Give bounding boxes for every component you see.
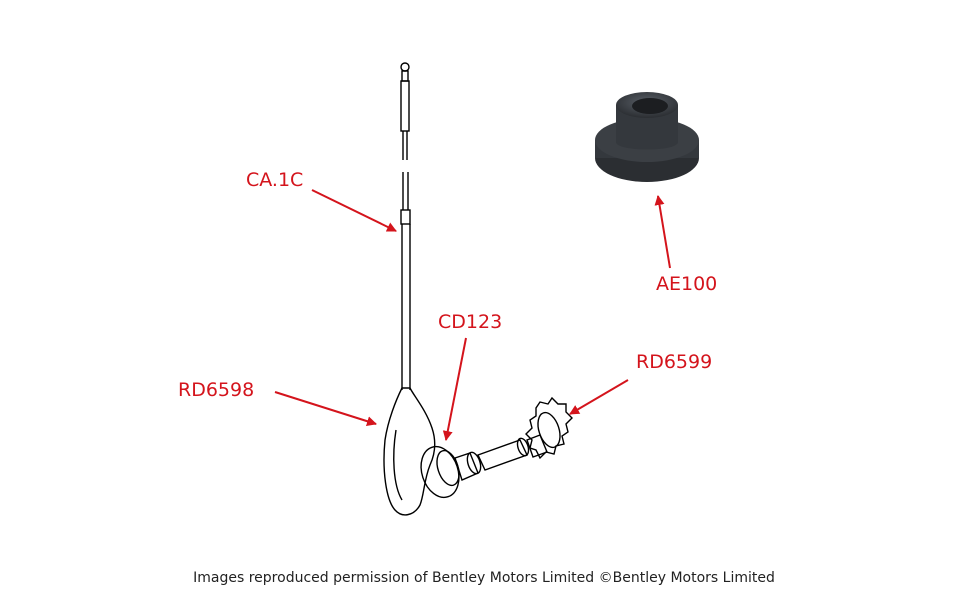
arrow-mounting-nut xyxy=(569,379,629,415)
label-base-housing: RD6598 xyxy=(178,379,254,401)
label-antenna-mast: CA.1C xyxy=(246,169,303,191)
arrow-swivel xyxy=(442,337,467,441)
antenna-mast-illustration xyxy=(383,62,573,516)
arrow-base-housing xyxy=(274,391,377,427)
arrow-antenna-mast xyxy=(311,189,397,232)
label-mounting-nut: RD6599 xyxy=(636,351,712,373)
grommet-illustration xyxy=(595,92,699,182)
label-swivel: CD123 xyxy=(438,311,502,333)
arrow-grommet xyxy=(654,195,671,269)
label-grommet: AE100 xyxy=(656,273,717,295)
callout-arrows xyxy=(274,189,671,441)
copyright-credit: Images reproduced permission of Bentley … xyxy=(193,570,775,586)
